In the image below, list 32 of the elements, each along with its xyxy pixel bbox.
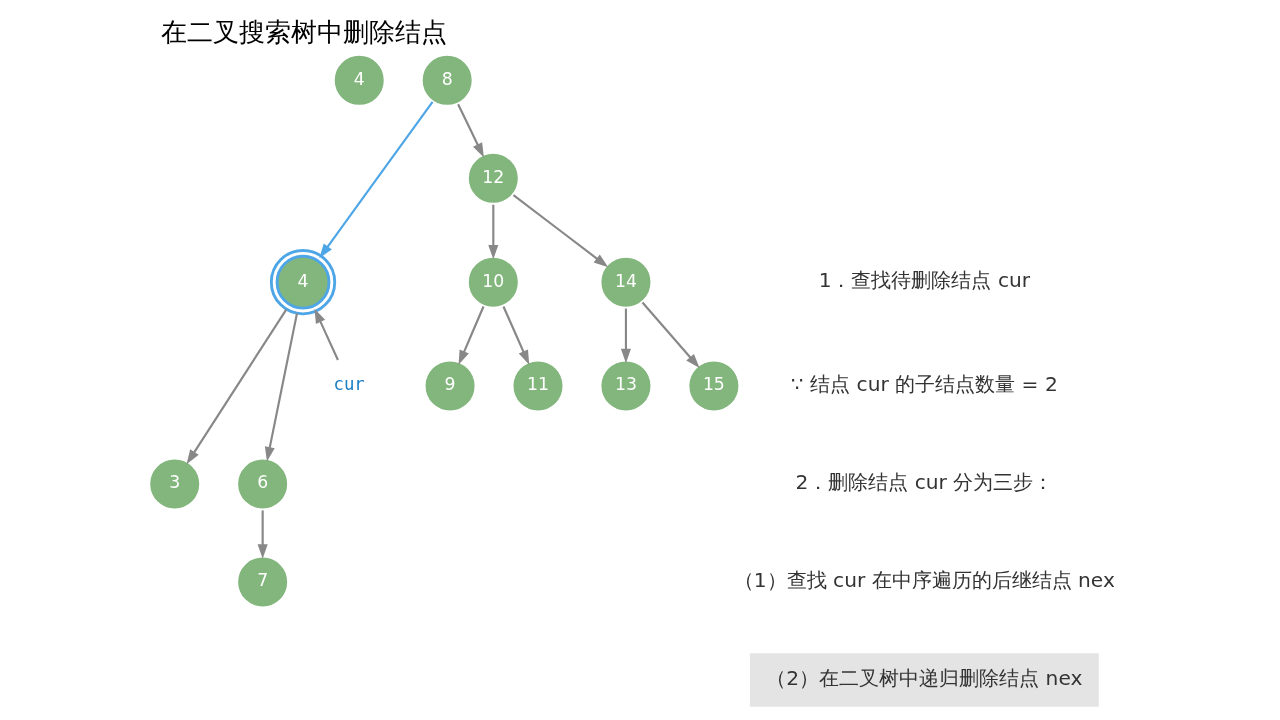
label: （1）查找 cur 在中序遍历的后继结点 nex (733, 568, 1115, 593)
arrow (319, 101, 434, 259)
label: 1．查找待删除结点 cur (818, 268, 1031, 293)
node-circle: 6 (235, 456, 291, 512)
arrow (257, 510, 268, 559)
node-circle: 12 (465, 150, 521, 206)
node-circle: 13 (598, 358, 654, 414)
label: 2．删除结点 cur 分为三步： (795, 470, 1054, 495)
arrow (314, 308, 339, 361)
node-circle: 4 (331, 52, 387, 108)
arrow (458, 306, 485, 365)
node-circle: 9 (422, 358, 478, 414)
diagram-title: 在二叉搜索树中删除结点 (160, 16, 447, 47)
node-circle: 8 (419, 52, 475, 108)
node-circle: 11 (510, 358, 566, 414)
node-text: cur (333, 374, 365, 395)
node-circle: 3 (147, 456, 203, 512)
arrow (512, 194, 609, 268)
arrow (186, 309, 288, 465)
node-circle: 14 (598, 254, 654, 310)
node-circle: 15 (686, 358, 742, 414)
node-circle: 4 (269, 249, 337, 316)
arrow (264, 313, 299, 462)
arrow (457, 103, 484, 158)
node-circle: 10 (465, 254, 521, 310)
arrow (641, 301, 700, 369)
arrow (620, 308, 631, 364)
label: ∵ 结点 cur 的子结点数量 = 2 (790, 372, 1058, 397)
label: （2）在二叉树中递归删除结点 nex (766, 666, 1083, 691)
arrow (502, 306, 530, 365)
arrow (488, 204, 499, 260)
node-circle: 7 (235, 554, 291, 610)
